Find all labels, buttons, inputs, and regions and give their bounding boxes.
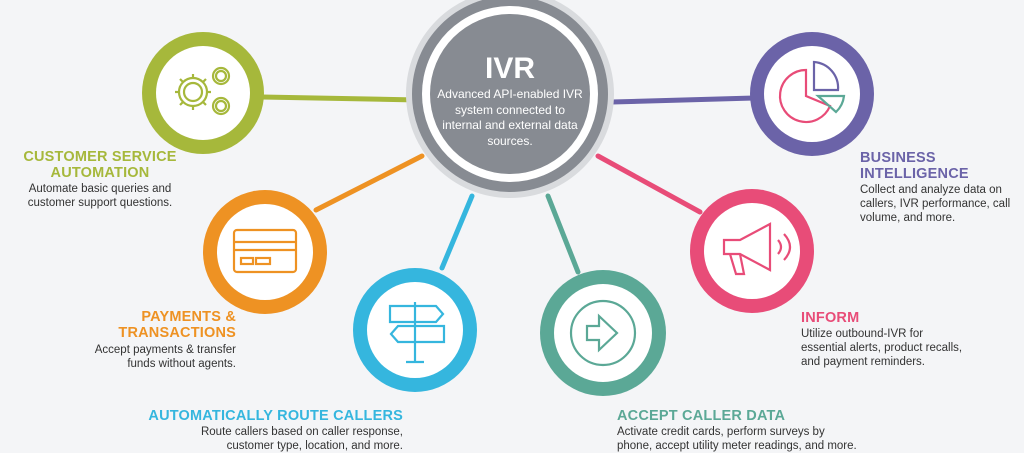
- inform-title: INFORM: [801, 310, 860, 326]
- customer-service-title: CUSTOMER SERVICE AUTOMATION: [23, 149, 177, 181]
- signpost-icon: [388, 302, 446, 364]
- route-description: Route callers based on caller response, …: [200, 426, 403, 452]
- inform-description: Utilize outbound-IVR for essential alert…: [801, 328, 963, 368]
- bi-description: Collect and analyze data on callers, IVR…: [860, 184, 1011, 224]
- label-customer-service: CUSTOMER SERVICE AUTOMATION Automate bas…: [0, 149, 200, 210]
- route-title: AUTOMATICALLY ROUTE CALLERS: [148, 408, 403, 424]
- connector-customer-service: [259, 94, 421, 103]
- hub-title: IVR: [484, 52, 535, 85]
- connector-payments: [313, 153, 425, 213]
- label-route: AUTOMATICALLY ROUTE CALLERS Route caller…: [120, 408, 403, 453]
- node-bi: [750, 32, 874, 156]
- payments-title: PAYMENTS & TRANSACTIONS: [118, 309, 236, 341]
- hub-description: Advanced API-enabled IVR system connecte…: [437, 87, 583, 148]
- node-accept: [540, 270, 666, 396]
- label-accept: ACCEPT CALLER DATA Activate credit cards…: [617, 408, 917, 453]
- connector-route: [439, 193, 475, 271]
- pie-chart-icon: [778, 60, 846, 124]
- node-payments: [203, 190, 327, 314]
- accept-description: Activate credit cards, perform surveys b…: [617, 426, 857, 452]
- label-inform: INFORM Utilize outbound-IVR for essentia…: [801, 310, 1001, 369]
- arrow-right-icon: [569, 299, 637, 367]
- bi-title: BUSINESS INTELLIGENCE: [860, 150, 969, 182]
- gears-icon: [175, 66, 231, 116]
- megaphone-icon: [722, 222, 792, 276]
- accept-title: ACCEPT CALLER DATA: [617, 408, 786, 424]
- node-inform: [690, 189, 814, 313]
- hub-core: [430, 14, 590, 174]
- connector-accept: [545, 193, 581, 275]
- connector-bi: [609, 95, 757, 105]
- payments-description: Accept payments & transfer funds without…: [94, 344, 236, 370]
- credit-card-icon: [232, 228, 298, 274]
- customer-service-description: Automate basic queries and customer supp…: [27, 183, 173, 209]
- label-payments: PAYMENTS & TRANSACTIONS Accept payments …: [60, 309, 236, 371]
- label-bi: BUSINESS INTELLIGENCE Collect and analyz…: [860, 150, 1022, 225]
- connector-inform: [595, 153, 703, 215]
